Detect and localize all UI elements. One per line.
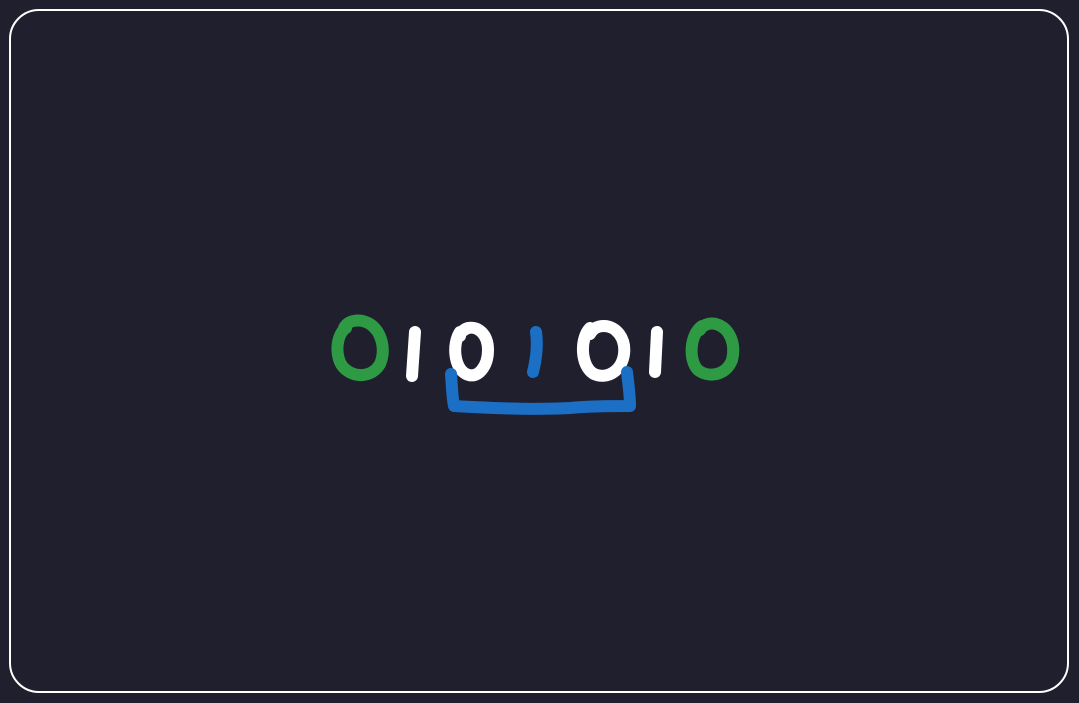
digit-1-first [406,326,421,382]
digit-1-window-center [527,326,543,378]
digit-0-boundary-left [331,314,389,381]
canvas-border [9,9,1069,693]
digit-0-window-left [449,321,494,382]
digit-0-boundary-right [685,317,740,381]
digit-1-last [649,326,663,378]
digit-0-window-right [577,320,631,382]
window-bracket [445,366,636,415]
